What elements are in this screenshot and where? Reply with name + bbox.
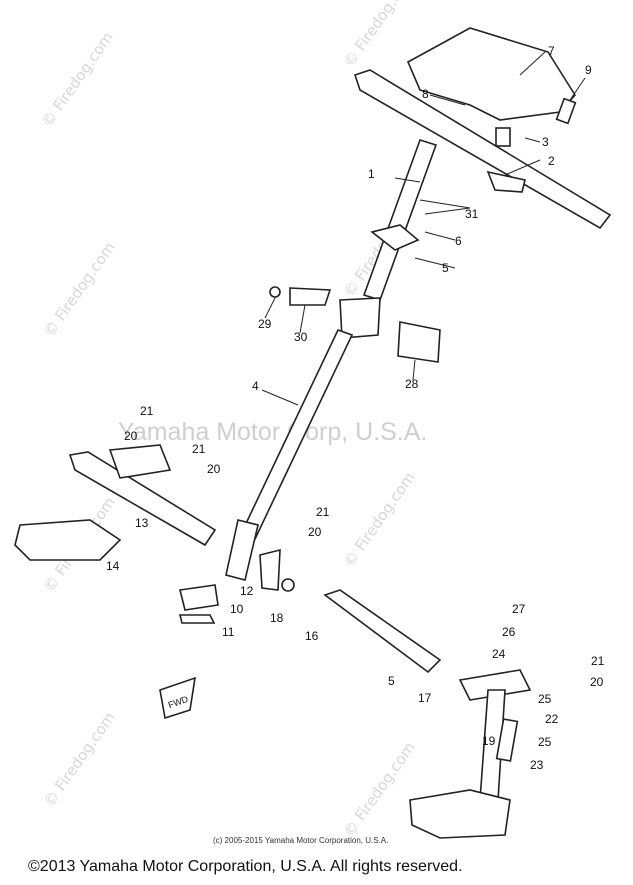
callout-2: 2 (548, 154, 555, 168)
pad (178, 614, 216, 624)
callout-25b: 25 (538, 735, 552, 749)
callout-30: 30 (294, 330, 308, 344)
callout-26: 26 (502, 625, 516, 639)
handlebar-cover (406, 27, 576, 121)
callout-5b: 5 (388, 674, 395, 688)
rod-end (259, 548, 281, 591)
right-tie-rod (323, 589, 442, 674)
watermark-center: Yamaha Motor Corp, U.S.A. (118, 418, 428, 446)
spring (495, 718, 519, 762)
nut (281, 578, 295, 592)
callout-11: 11 (222, 625, 235, 639)
callouts: 1 2 3 4 5 5 6 7 8 9 10 11 12 13 14 16 17… (106, 44, 605, 772)
left-spindle-arm (14, 519, 122, 561)
bolt (269, 286, 281, 298)
grip-part (495, 127, 511, 147)
callout-24: 24 (492, 647, 506, 661)
callout-9: 9 (585, 63, 592, 77)
callout-21a: 21 (140, 404, 154, 418)
callout-20d: 20 (590, 675, 604, 689)
callout-23: 23 (530, 758, 544, 772)
column-bracket (370, 224, 420, 251)
callout-6: 6 (455, 234, 462, 248)
callout-28: 28 (405, 377, 419, 391)
callout-25a: 25 (538, 692, 552, 706)
lower-sleeve (225, 519, 259, 581)
callout-16: 16 (305, 629, 319, 643)
callout-20c: 20 (308, 525, 322, 539)
callout-21b: 21 (192, 442, 206, 456)
callout-5: 5 (442, 261, 449, 275)
callout-27: 27 (512, 602, 526, 616)
steering-column-upper (362, 139, 438, 301)
callout-1: 1 (368, 167, 375, 181)
ski-mount (409, 789, 511, 839)
callout-14: 14 (106, 559, 120, 573)
callout-4: 4 (252, 379, 259, 393)
handlebar (353, 69, 612, 230)
right-spindle-arm (458, 669, 532, 701)
mount-plate (397, 321, 441, 363)
callout-8: 8 (422, 87, 429, 101)
callout-21c: 21 (316, 505, 330, 519)
callout-21d: 21 (591, 654, 605, 668)
callout-13: 13 (135, 516, 149, 530)
throttle-lever (486, 170, 526, 193)
callout-20b: 20 (207, 462, 221, 476)
callout-20a: 20 (124, 429, 138, 443)
inner-copyright: (c) 2005-2015 Yamaha Motor Corporation, … (213, 836, 389, 845)
spring-bracket (108, 444, 172, 479)
callout-10: 10 (230, 602, 244, 616)
callout-29: 29 (258, 317, 272, 331)
callout-3: 3 (542, 135, 549, 149)
clamp (289, 287, 332, 306)
left-tie-rod (68, 451, 217, 547)
callout-18: 18 (270, 611, 284, 625)
callout-12: 12 (240, 584, 254, 598)
callout-17: 17 (418, 691, 432, 705)
footer-copyright: ©2013 Yamaha Motor Corporation, U.S.A. A… (28, 858, 463, 875)
callout-7: 7 (548, 44, 555, 58)
fwd-tag (159, 676, 196, 720)
pivot-bracket (179, 584, 219, 611)
callout-19: 19 (482, 734, 496, 748)
upper-mount (339, 297, 381, 339)
callout-31: 31 (465, 207, 479, 221)
callout-22: 22 (545, 712, 559, 726)
switch-part (555, 97, 577, 125)
